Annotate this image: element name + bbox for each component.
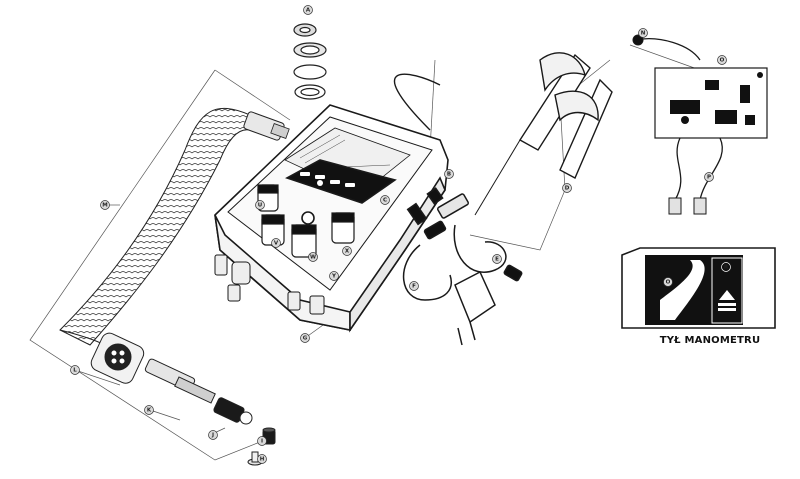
- label-marker-y: [329, 271, 339, 281]
- label-text-d: D: [565, 185, 570, 191]
- label-text-r: R: [724, 264, 729, 270]
- label-text-v: V: [274, 240, 279, 246]
- label-text-g: G: [303, 335, 308, 341]
- label-text-c: C: [383, 197, 387, 203]
- label-marker-h: [257, 454, 267, 464]
- label-marker-o: [717, 55, 727, 65]
- label-text-p: P: [707, 174, 711, 180]
- circuit-board: [632, 34, 768, 215]
- label-marker-e: [492, 254, 502, 264]
- label-marker-r: [721, 262, 731, 272]
- label-marker-p: [704, 172, 714, 182]
- seal-rings: [293, 23, 327, 100]
- pipe-clamp: [474, 52, 613, 216]
- label-marker-o: [663, 277, 673, 287]
- label-marker-a: [303, 5, 313, 15]
- label-marker-c: [380, 195, 390, 205]
- usb-cable: [423, 193, 523, 282]
- label-text-w: W: [310, 254, 316, 260]
- label-marker-u: [255, 200, 265, 210]
- label-text-f: F: [412, 283, 416, 289]
- label-text-e: E: [495, 256, 499, 262]
- label-text-n: N: [641, 30, 646, 36]
- label-marker-k: [144, 405, 154, 415]
- label-marker-v: [271, 238, 281, 248]
- charger-cable: [403, 244, 496, 346]
- label-text-m: M: [102, 202, 107, 208]
- coiled-cable: [59, 107, 290, 346]
- label-text-b: B: [447, 171, 451, 177]
- label-marker-g: [300, 333, 310, 343]
- label-text-h: H: [260, 456, 265, 462]
- label-text-l: L: [73, 367, 77, 373]
- label-marker-m: [100, 200, 110, 210]
- label-marker-d: [562, 183, 572, 193]
- label-text-a: A: [306, 7, 311, 13]
- label-text-k: K: [147, 407, 152, 413]
- label-marker-w: [308, 252, 318, 262]
- label-text-u: U: [258, 202, 262, 208]
- back-panel-caption: TYŁ MANOMETRU: [659, 335, 761, 346]
- label-text-y: Y: [331, 273, 337, 279]
- label-marker-l: [70, 365, 80, 375]
- label-marker-j: [208, 430, 218, 440]
- label-marker-b: [444, 169, 454, 179]
- label-text-x: X: [345, 248, 350, 254]
- label-marker-x: [342, 246, 352, 256]
- probe-assembly: [59, 329, 253, 425]
- label-text-o: O: [666, 279, 671, 285]
- part-labels: A B C D E F G H I J K L M N O P R U V W X Y O: [70, 5, 731, 464]
- label-marker-i: [257, 436, 267, 446]
- label-text-j: J: [211, 432, 214, 438]
- label-text-i: I: [261, 438, 263, 444]
- label-marker-f: [409, 281, 419, 291]
- back-panel: [621, 247, 776, 329]
- label-text-o: O: [720, 57, 725, 63]
- label-marker-n: [638, 28, 648, 38]
